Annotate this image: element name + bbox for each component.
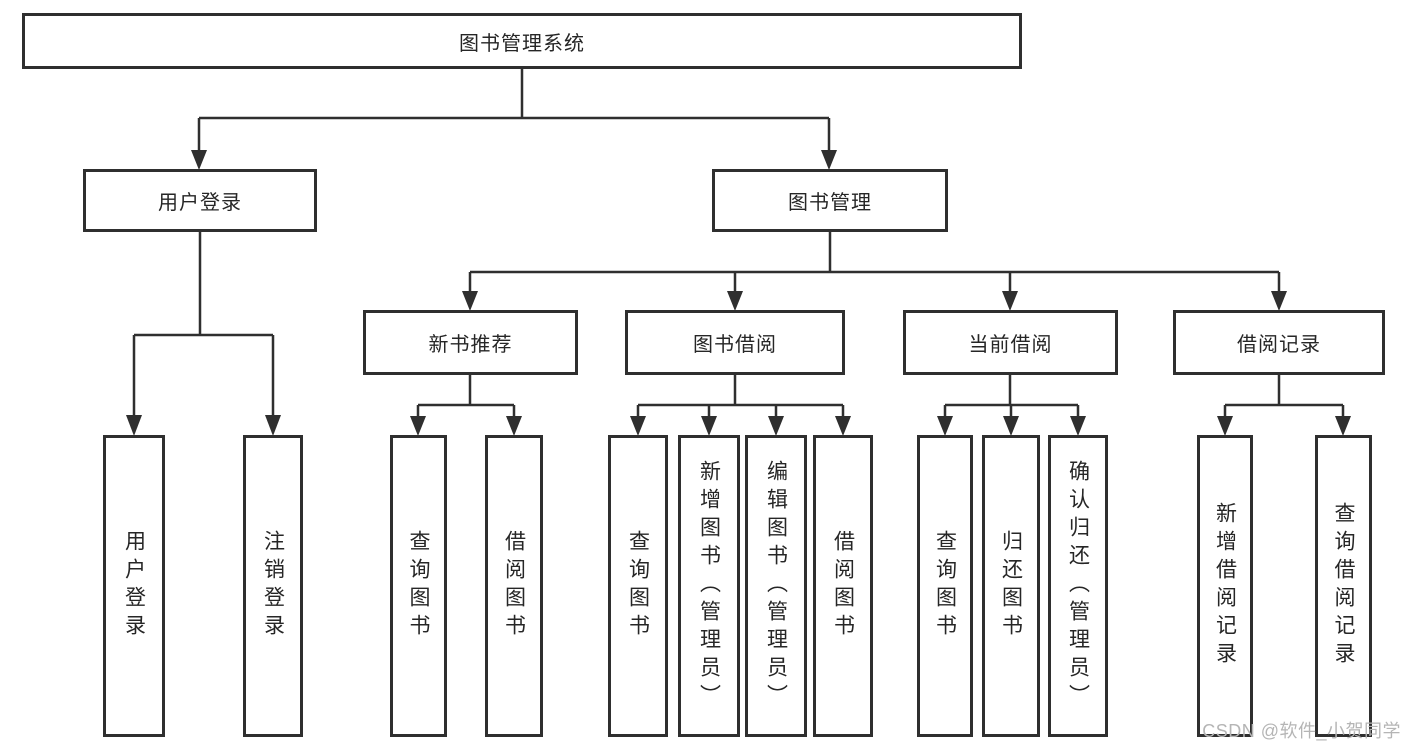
leaf-add-borrow-record: 新增借阅记录 [1197,435,1253,737]
leaf-query-book-current-label: 查询图书 [933,530,957,642]
node-user-login: 用户登录 [83,169,317,232]
leaf-query-book-current: 查询图书 [917,435,973,737]
leaf-logout: 注销登录 [243,435,303,737]
node-user-login-label: 用户登录 [158,192,242,214]
watermark: CSDN @软件_小贺同学 [1202,721,1401,741]
node-new-book-recommend: 新书推荐 [363,310,578,375]
leaf-confirm-return-admin: 确认归还（管理员） [1048,435,1108,737]
node-current-borrow: 当前借阅 [903,310,1118,375]
leaf-add-book-admin: 新增图书（管理员） [678,435,740,737]
node-book-borrow-label: 图书借阅 [693,334,777,356]
leaf-return-book-label: 归还图书 [999,530,1023,642]
leaf-query-book-borrow: 查询图书 [608,435,668,737]
leaf-query-book-recommend: 查询图书 [390,435,447,737]
leaf-add-book-admin-label: 新增图书（管理员） [697,460,721,712]
leaf-query-book-recommend-label: 查询图书 [407,530,430,642]
node-root: 图书管理系统 [22,13,1022,69]
leaf-logout-label: 注销登录 [261,530,285,642]
leaf-user-login-label: 用户登录 [122,530,146,642]
leaf-user-login: 用户登录 [103,435,165,737]
node-borrow-record-label: 借阅记录 [1237,334,1321,356]
leaf-add-borrow-record-label: 新增借阅记录 [1213,502,1237,670]
leaf-borrow-book-borrow: 借阅图书 [813,435,873,737]
leaf-edit-book-admin: 编辑图书（管理员） [745,435,807,737]
node-current-borrow-label: 当前借阅 [968,334,1053,356]
leaf-borrow-book-recommend-label: 借阅图书 [502,530,526,642]
leaf-query-borrow-record: 查询借阅记录 [1315,435,1372,737]
node-borrow-record: 借阅记录 [1173,310,1385,375]
leaf-confirm-return-admin-label: 确认归还（管理员） [1066,460,1090,712]
node-book-management: 图书管理 [712,169,948,232]
node-new-book-recommend-label: 新书推荐 [428,334,513,356]
node-root-label: 图书管理系统 [459,32,585,55]
leaf-edit-book-admin-label: 编辑图书（管理员） [764,460,788,712]
leaf-query-book-borrow-label: 查询图书 [626,530,650,642]
leaf-return-book: 归还图书 [982,435,1040,737]
leaf-borrow-book-recommend: 借阅图书 [485,435,543,737]
node-book-borrow: 图书借阅 [625,310,845,375]
node-book-management-label: 图书管理 [788,192,872,214]
leaf-borrow-book-borrow-label: 借阅图书 [831,530,855,642]
leaf-query-borrow-record-label: 查询借阅记录 [1332,502,1355,670]
